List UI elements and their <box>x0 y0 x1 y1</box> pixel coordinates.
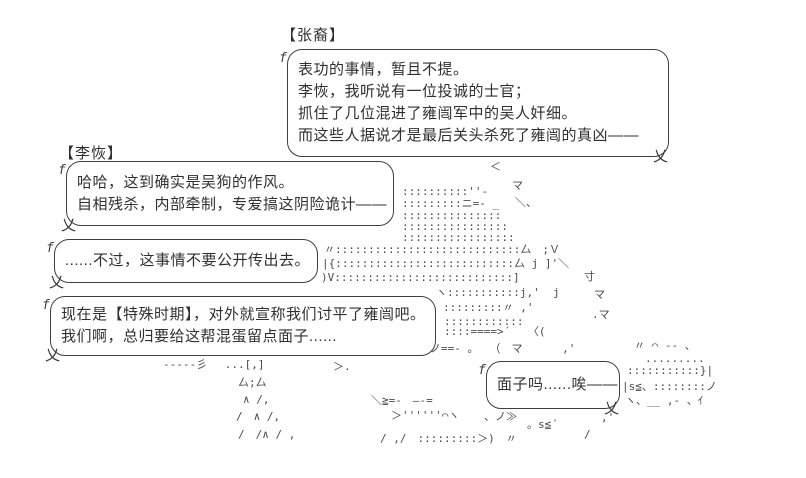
ascii-art-fragment: ::::====>´ 〈( <box>444 325 546 338</box>
ascii-art-fragment: :::::::::::::::: <box>402 220 508 233</box>
ascii-art-fragment: ヽ、__ ,‐ 、ｲ <box>625 394 704 407</box>
ascii-art-fragment: / <box>584 428 591 441</box>
speech-bubble: ......不过，这事情不要公开传出去。 <box>54 239 318 283</box>
ascii-art-fragment: 。s≦´ <box>527 418 558 431</box>
dialogue-line: 自相残杀，内部牵制，专爱搞这阴险诡计—— <box>77 195 388 213</box>
bubble-corner-glyph: f <box>42 298 50 313</box>
ascii-art-fragment: .マ <box>592 308 610 321</box>
ascii-art-fragment: マ <box>594 288 605 301</box>
bubble-corner-glyph: f <box>478 363 486 378</box>
ascii-art-fragment: ノ==‐ 。 （ マ ,' <box>430 342 576 355</box>
ascii-art-fragment: ::::::::::::::: <box>402 209 502 222</box>
ascii-art-fragment: マ <box>512 179 523 192</box>
ascii-art-fragment: ＜ <box>490 160 501 173</box>
speaker-name-label: 【李恢】 <box>59 145 124 162</box>
ascii-art-fragment: ＼、 <box>515 196 537 209</box>
dialogue-line: 抓住了几位混进了雍闿军中的吴人奸细。 <box>298 105 578 122</box>
ascii-art-fragment: ヽ:::::::::::j,' j <box>436 286 560 299</box>
ascii-art-fragment: 寸 <box>584 270 595 283</box>
ascii-art-fragment: :::::::::〃 ,' <box>443 301 534 314</box>
speaker-name-label: 【张裔】 <box>281 27 346 44</box>
speech-bubble: 现在是【特殊时期】，对外就宣称我们讨平了雍闿吧。我们啊，总归要给这帮混蛋留点面子… <box>50 296 436 356</box>
bubble-tail-glyph: 乂 <box>49 273 65 291</box>
ascii-art-fragment: :::::::::ニ=‐ _ <box>402 197 500 210</box>
ascii-art-fragment: ∧ /, <box>243 393 270 406</box>
ascii-art-fragment: )V:::::::::::::::::::::::::::] <box>321 271 520 284</box>
ascii-art-fragment: ......... <box>645 352 705 365</box>
dialogue-line: 李恢，我听说有一位投诚的士官； <box>298 83 531 100</box>
ascii-art-fragment: ＞. <box>333 360 351 373</box>
speech-bubble: 面子吗......唉—— <box>486 361 620 409</box>
ascii-art-fragment: ＼≧=‐ —‐= <box>371 394 433 407</box>
bubble-tail-glyph: 乂 <box>653 147 669 165</box>
dialogue-line: 面子吗......唉—— <box>497 376 619 393</box>
ascii-art-fragment: ＞''''''⌒ヽ <box>391 409 460 422</box>
ascii-art-fragment: ::::::::::::::::: <box>402 231 515 244</box>
speech-bubble: 表功的事情，暂且不提。李恢，我听说有一位投诚的士官； 抓住了几位混进了雍闿军中的吴… <box>287 49 669 157</box>
ascii-art-fragment: 〃 ⌒ ‐- 、 <box>634 339 696 352</box>
ascii-art-fragment: ,' <box>601 411 615 424</box>
ascii-art-fragment: :::::::::::}| <box>627 364 714 377</box>
bubble-corner-glyph: f <box>46 241 54 256</box>
ascii-art-fragment: / /∧ / , <box>238 428 296 441</box>
ascii-art-fragment: / ∧ /, <box>236 410 281 423</box>
ascii-art-fragment: :::::::::::: <box>444 315 524 328</box>
ascii-art-fragment: ‐----彡 ...[,] <box>163 358 265 371</box>
dialogue-line: 现在是【特殊时期】，对外就宣称我们讨平了雍闿吧。 <box>61 306 426 323</box>
bubble-tail-glyph: 乂 <box>61 216 77 234</box>
dialogue-line: 表功的事情，暂且不提。 <box>298 61 469 78</box>
ascii-art-fragment: |s≦、::::::::ノ <box>622 380 717 393</box>
ascii-art-fragment: ::::::::::''‐ <box>402 185 489 198</box>
speech-bubble: 哈哈，这到确实是吴狗的作风。自相残杀，内部牵制，专爱搞这阴险诡计—— <box>66 161 394 226</box>
ascii-art-fragment: / ,/ :::::::::＞) 〃 <box>380 432 517 445</box>
bubble-tail-glyph: 乂 <box>604 399 620 417</box>
ascii-art-fragment: 、ノ≫ <box>484 410 517 423</box>
ascii-art-fragment: 〃::::::::::::::::::::::::::::厶 ;Ｖ <box>324 243 561 256</box>
dialogue-line: ......不过，这事情不要公开传出去。 <box>65 252 311 269</box>
ascii-art-fragment: 厶;厶 <box>238 376 267 389</box>
dialogue-line: 而这些人据说才是最后关头杀死了雍闿的真凶—— <box>298 127 640 144</box>
dialogue-line: 哈哈，这到确实是吴狗的作风。 <box>77 173 295 191</box>
ascii-art-fragment: |{:::::::::::::::::::::::::::厶 j ]'＼ <box>322 257 570 270</box>
dialogue-line: 我们啊，总归要给这帮混蛋留点面子...... <box>61 328 338 345</box>
bubble-tail-glyph: 乂 <box>45 346 61 364</box>
bubble-corner-glyph: f <box>279 51 287 66</box>
bubble-corner-glyph: f <box>58 163 66 178</box>
